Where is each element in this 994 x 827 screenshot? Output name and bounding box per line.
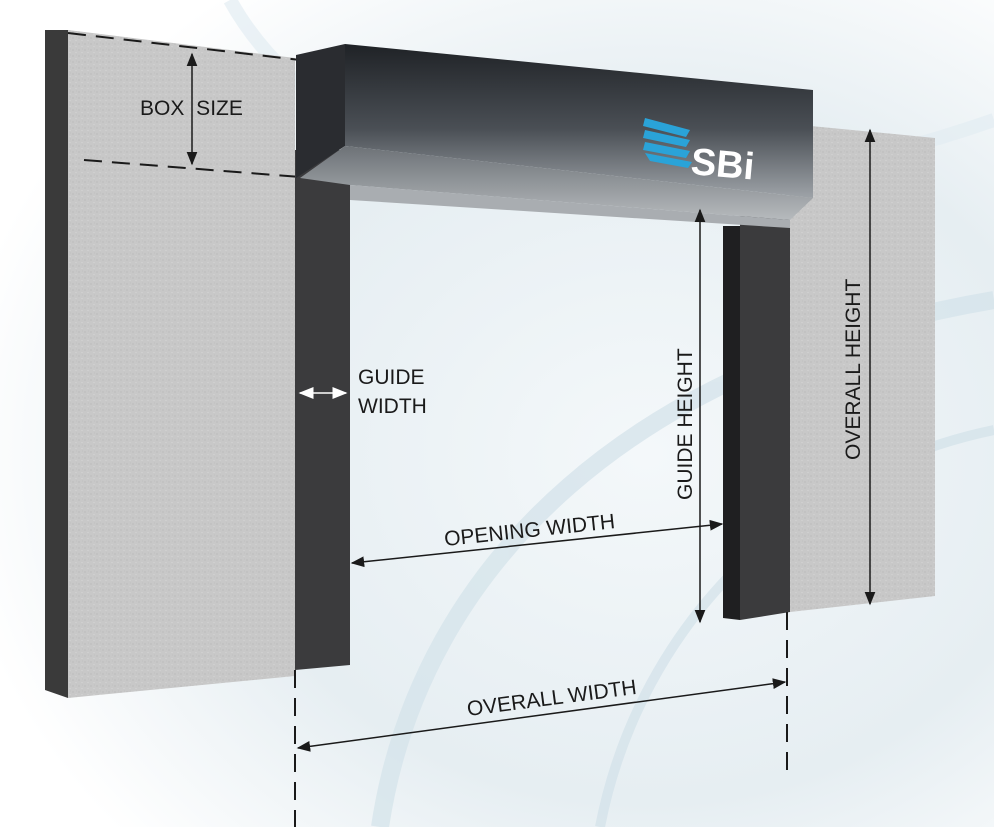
left-wall [45,30,295,698]
left-guide [295,150,350,670]
sbi-logo-mark-icon [643,118,692,168]
guide-height-label: GUIDE HEIGHT [674,348,697,500]
guide-width-label-line1: GUIDE [358,366,425,389]
overall-height-label: OVERALL HEIGHT [842,279,865,460]
opening-width-dimension-line [350,519,724,568]
box-size-dashed-lines [67,32,301,178]
guide-width-label-line2: WIDTH [358,395,427,418]
roller-box [296,44,813,228]
overall-width-dimension-line [296,678,787,752]
sbi-logo: SBi [643,118,756,188]
right-wall [790,124,935,612]
sbi-logo-text: SBi [689,141,756,188]
box-size-label: BOX SIZE [140,97,243,120]
right-guide [723,210,790,620]
